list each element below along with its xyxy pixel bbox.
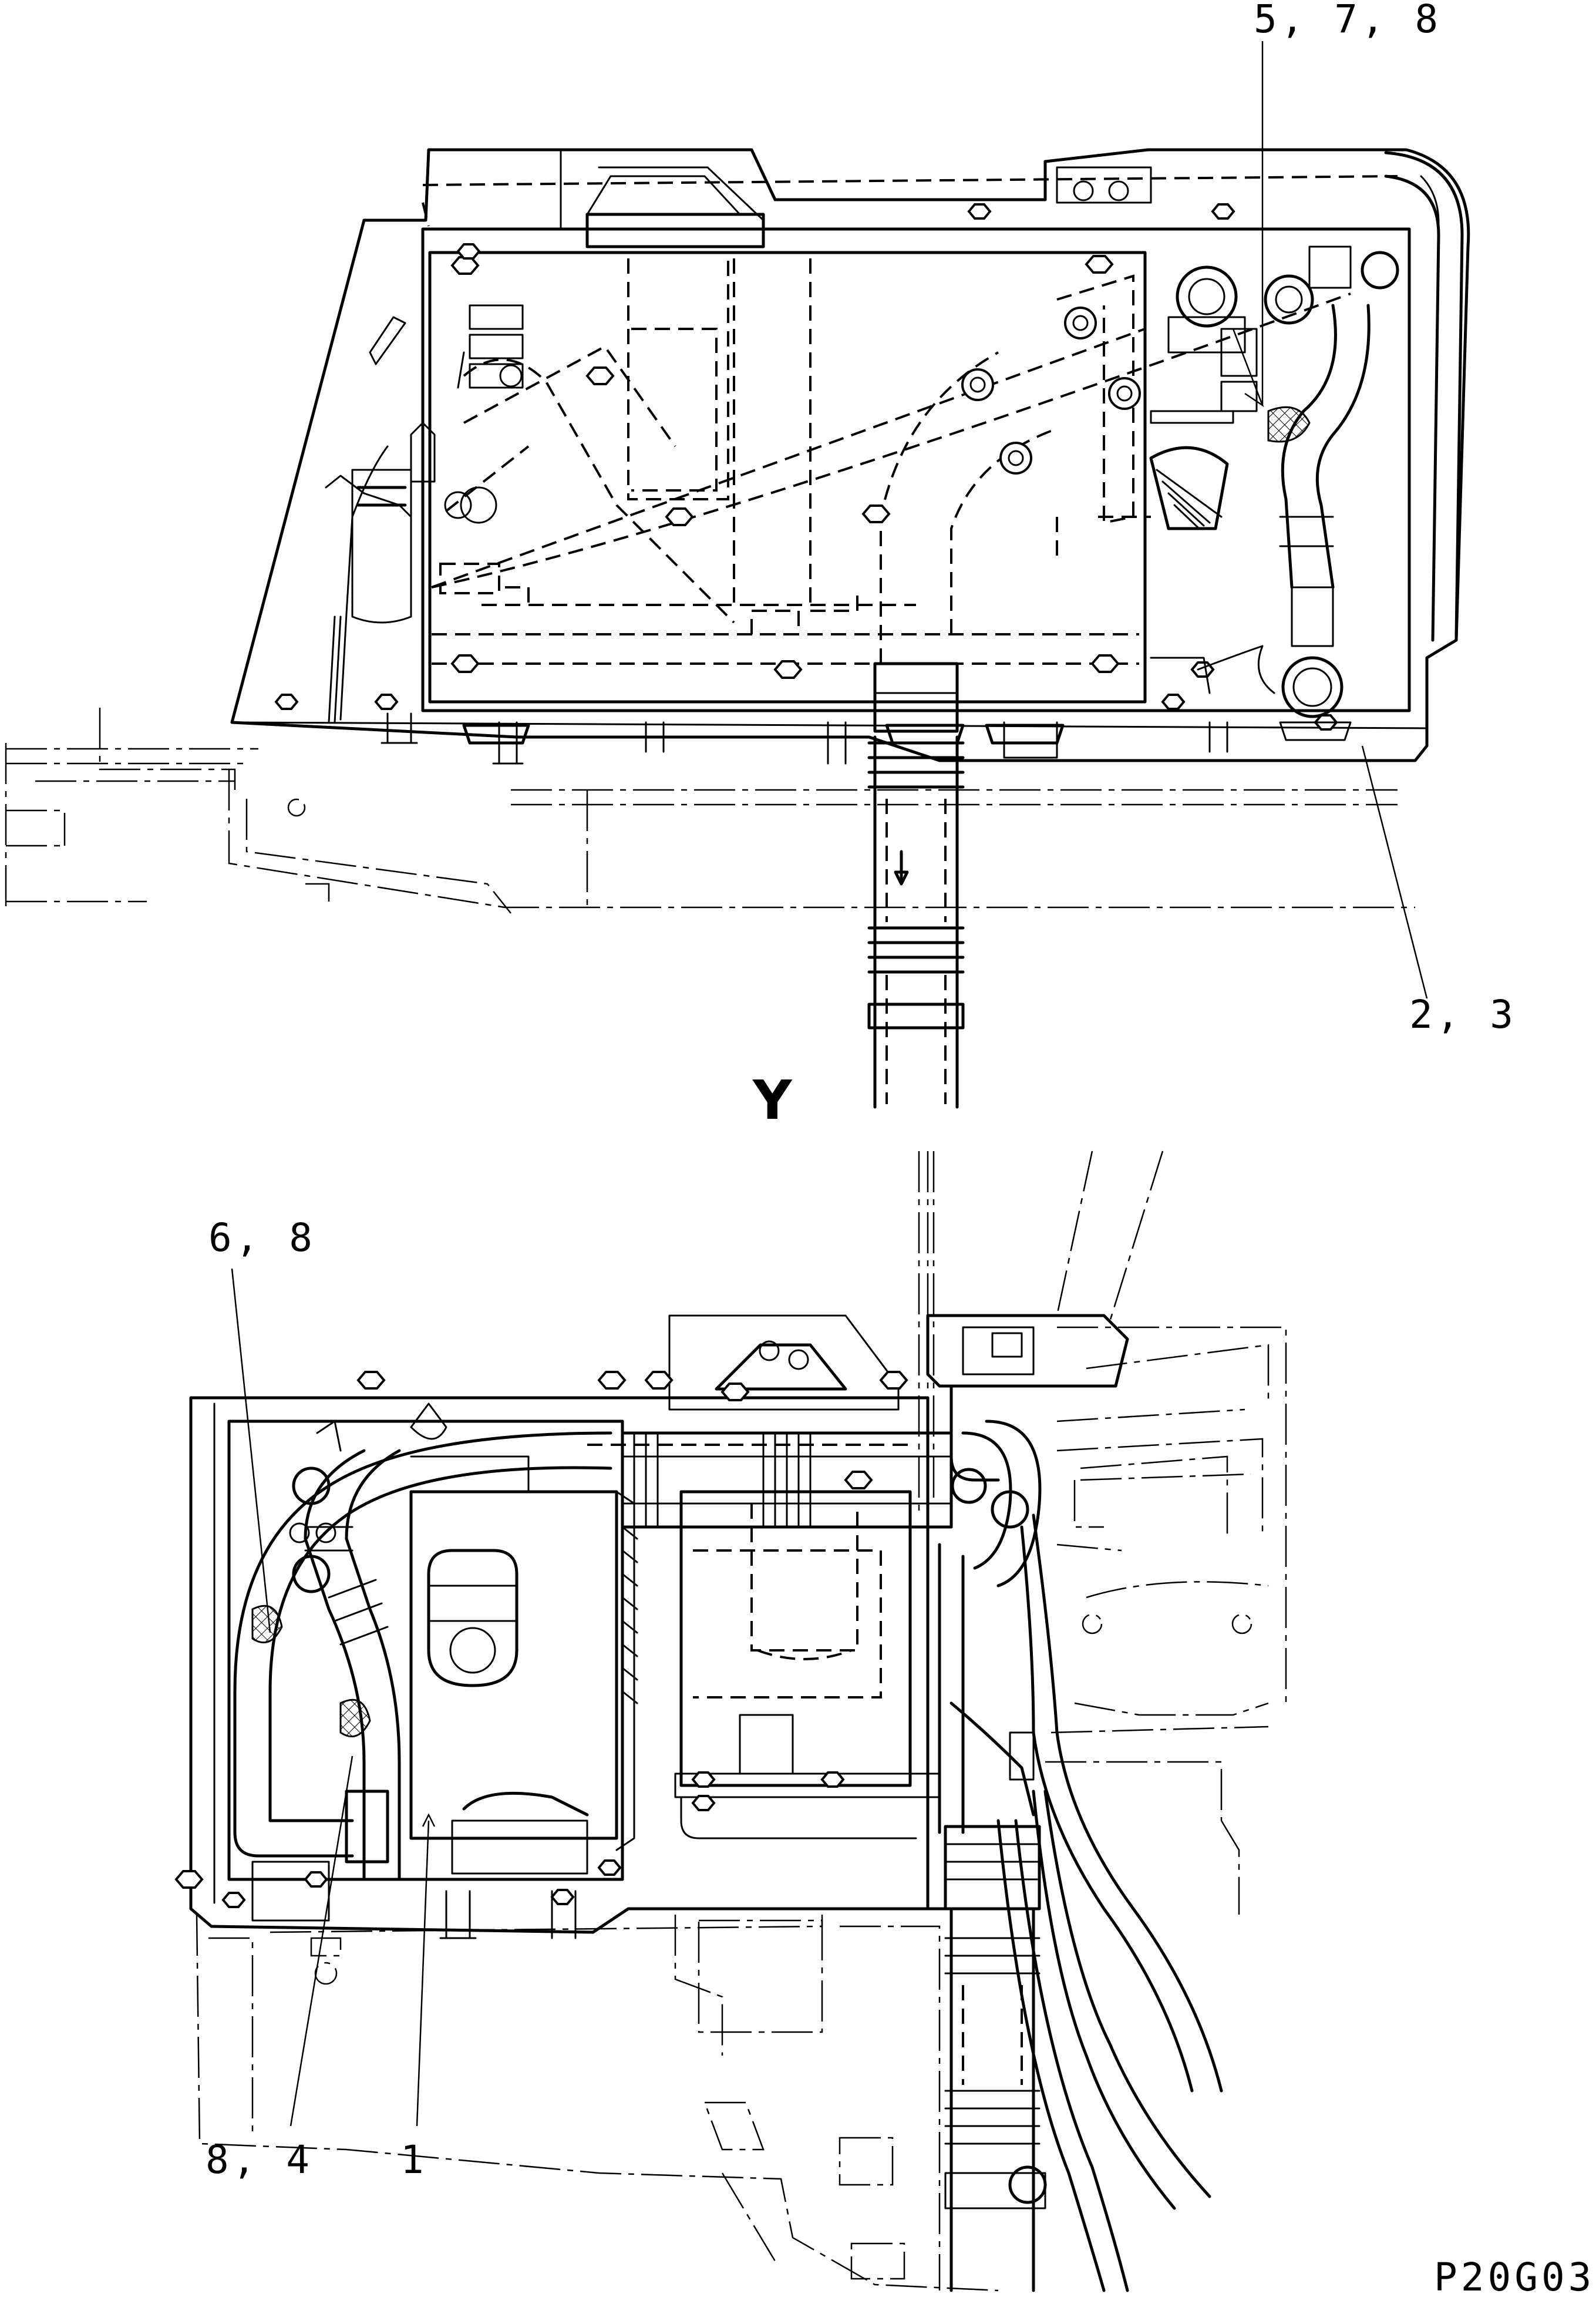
- callout-8-4: 8, 4: [206, 2137, 313, 2182]
- callout-6-8: 6, 8: [208, 1215, 316, 1260]
- upper-battery-panel: [421, 227, 1411, 712]
- callout-5-7-8: 5, 7, 8: [1254, 0, 1442, 42]
- leader-c68: [231, 1268, 271, 1633]
- callout-1: 1: [400, 2137, 427, 2182]
- upper-left-components: [325, 304, 800, 724]
- upper-frame-phantom: [5, 708, 1415, 914]
- lower-housing-outline: [189, 1396, 930, 1934]
- lower-frame-phantom: [196, 1151, 1287, 2292]
- leader-c23: [1361, 745, 1428, 999]
- leader-c84: [289, 1755, 353, 2127]
- callout-2-3: 2, 3: [1409, 992, 1517, 1037]
- drawing-number: P20G031: [1434, 2255, 1596, 2300]
- leader-c1: [416, 1820, 430, 2127]
- view-label: Y: [752, 1069, 793, 1132]
- upper-view: [5, 41, 1470, 1109]
- upper-bottom-bolts: [381, 712, 1228, 765]
- upper-nuts: [274, 203, 1338, 731]
- upper-right-components: [1149, 245, 1399, 741]
- lower-view: [174, 1151, 1287, 2292]
- upper-cover-outline: [230, 148, 1470, 762]
- upper-duct: [867, 662, 965, 1109]
